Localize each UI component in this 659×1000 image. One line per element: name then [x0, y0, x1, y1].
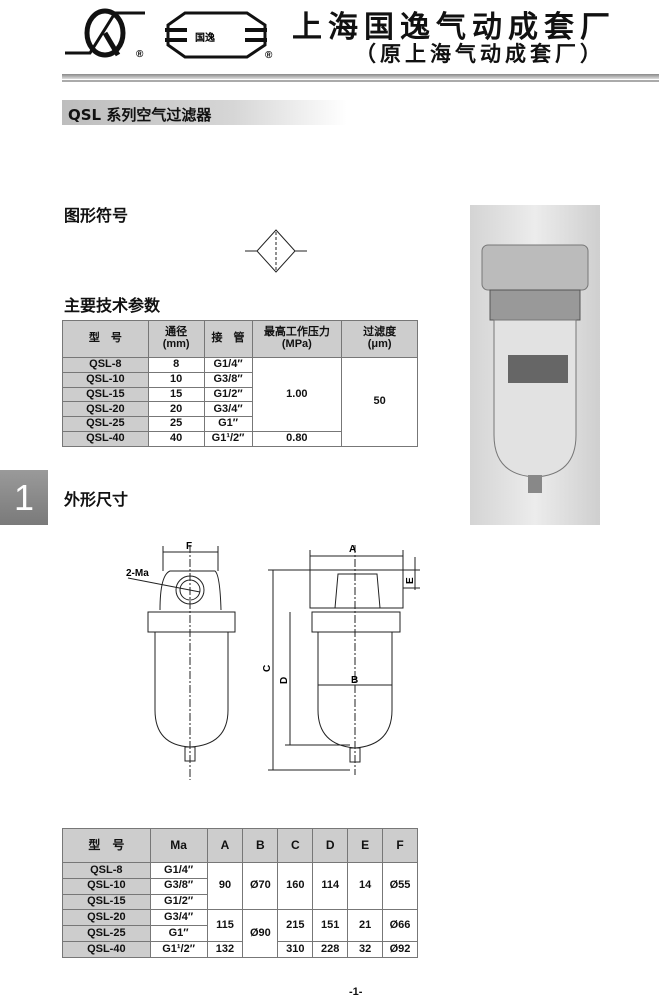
product-photo: [470, 205, 600, 525]
model: QSL-40: [62, 940, 151, 958]
label-a: A: [349, 544, 356, 555]
dim-a: 115: [206, 909, 244, 942]
dim-b: Ø90: [242, 909, 279, 958]
divider: [62, 80, 659, 82]
header-model: 型 号: [62, 828, 151, 863]
model: QSL-8: [62, 862, 151, 879]
logo-shangqi: ®: [65, 8, 145, 60]
header-model: 型 号: [62, 320, 149, 358]
label-b: B: [351, 675, 358, 686]
label-e: E: [405, 577, 416, 584]
dim-f: Ø66: [382, 909, 418, 942]
model: QSL-25: [62, 416, 149, 432]
header-e: E: [347, 828, 384, 863]
model: QSL-20: [62, 909, 151, 927]
filter-symbol: [245, 229, 307, 273]
ma: G3/8″: [149, 877, 208, 895]
header-a: A: [206, 828, 244, 863]
label-f: F: [186, 541, 192, 552]
label-d: D: [279, 677, 290, 684]
model: QSL-15: [62, 893, 151, 911]
header-bore: 通径 (mm): [147, 320, 205, 358]
model: QSL-10: [62, 877, 151, 895]
dims-heading: 外形尺寸: [64, 490, 129, 509]
header-pressure: 最高工作压力 (MPa): [251, 320, 343, 358]
company-name: 上海国逸气动成套厂: [292, 10, 616, 45]
dim-c: 160: [277, 861, 314, 911]
dim-e: 32: [347, 940, 384, 958]
former-name: （原上海气动成套厂）: [355, 41, 605, 66]
ma: G1″: [149, 925, 208, 942]
label-ma: 2-Ma: [126, 568, 149, 579]
port: G1¹/2″: [203, 430, 253, 447]
dim-d: 151: [312, 909, 349, 942]
svg-text:国逸: 国逸: [195, 31, 215, 44]
dim-f: Ø55: [382, 861, 418, 911]
dim-e: 21: [347, 909, 384, 942]
header-filtration: 过滤度 (μm): [341, 320, 418, 358]
model: QSL-40: [62, 430, 149, 447]
section-title: QSL 系列空气过滤器: [62, 100, 347, 125]
specs-heading: 主要技术参数: [64, 296, 161, 315]
dim-a: 90: [206, 861, 244, 911]
model: QSL-15: [62, 386, 149, 403]
dim-c: 310: [277, 940, 314, 958]
bore: 40: [147, 430, 205, 447]
dim-a: 132: [206, 940, 244, 958]
ma: G1¹/2″: [149, 940, 208, 958]
header-port: 接 管: [203, 320, 253, 358]
divider: [62, 74, 659, 79]
port: G3/8″: [203, 371, 253, 388]
header-f: F: [382, 828, 418, 863]
logo-guoyi: 国逸 ®: [165, 11, 273, 60]
specs-table: 型 号 通径 (mm) 接 管 最高工作压力 (MPa) 过滤度 (μm) QS…: [62, 320, 418, 447]
header-c: C: [277, 828, 314, 863]
header-d: D: [312, 828, 349, 863]
model: QSL-10: [62, 371, 149, 388]
dim-f: Ø92: [382, 940, 418, 958]
ma: G3/4″: [149, 909, 208, 927]
label-c: C: [262, 665, 273, 672]
dim-e: 14: [347, 861, 384, 911]
ma: G1/4″: [149, 862, 208, 879]
dim-d: 228: [312, 940, 349, 958]
svg-text:®: ®: [136, 49, 144, 60]
svg-text:®: ®: [265, 50, 273, 60]
filtration: 50: [341, 357, 418, 447]
pressure: 1.00: [251, 357, 343, 432]
header-ma: Ma: [149, 828, 208, 863]
header-b: B: [242, 828, 279, 863]
ma: G1/2″: [149, 893, 208, 911]
pressure: 0.80: [251, 430, 343, 447]
page-number: -1-: [349, 986, 363, 998]
dim-c: 215: [277, 909, 314, 942]
symbol-heading: 图形符号: [64, 206, 129, 225]
model: QSL-25: [62, 925, 151, 942]
dim-b: Ø70: [242, 861, 279, 911]
dim-d: 114: [312, 861, 349, 911]
chapter-tab: 1: [0, 470, 48, 525]
